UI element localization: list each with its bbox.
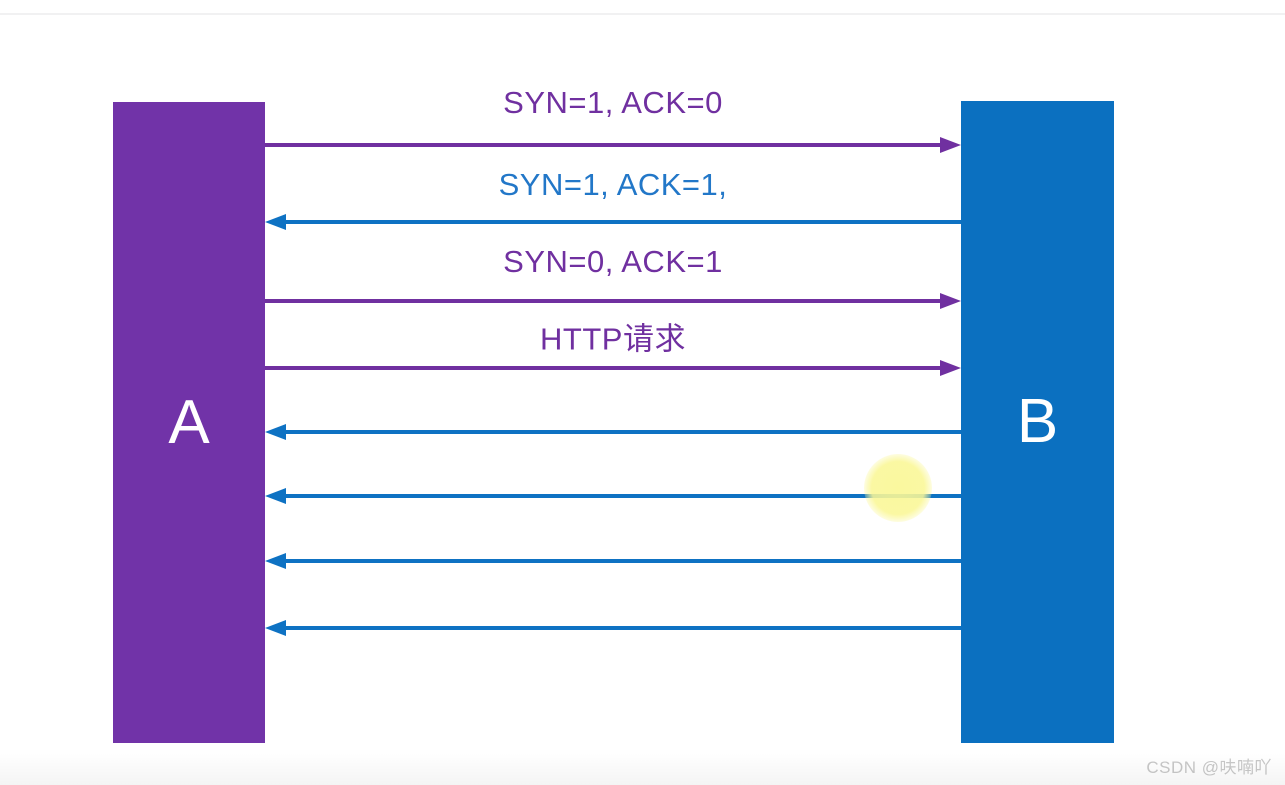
arrow-line [286,559,961,563]
arrow-line [286,494,961,498]
arrow-head-icon [940,137,961,153]
arrow-head-icon [265,620,286,636]
arrow-line [286,430,961,434]
arrow-line [286,220,961,224]
arrow-head-icon [940,293,961,309]
arrow-line [286,626,961,630]
endpoint-b-bar: B [961,101,1114,743]
message-label: HTTP请求 [540,321,686,357]
message-arrow [265,214,961,230]
watermark: CSDN @呋喃吖 [1146,753,1272,778]
bottom-fade [0,753,1285,785]
message-arrow [265,293,961,309]
top-divider [0,13,1285,15]
arrow-head-icon [265,214,286,230]
arrow-head-icon [265,553,286,569]
arrow-line [265,366,940,370]
message-arrow [265,424,961,440]
endpoint-b-label: B [1016,387,1059,456]
message-label: SYN=0, ACK=1 [503,244,723,279]
endpoint-a-bar: A [113,102,265,743]
arrow-head-icon [265,488,286,504]
arrow-line [265,299,940,303]
arrow-line [265,143,940,147]
message-arrow [265,360,961,376]
message-arrow [265,488,961,504]
arrow-head-icon [940,360,961,376]
message-arrow [265,620,961,636]
arrow-head-icon [265,424,286,440]
message-arrow [265,553,961,569]
message-arrow [265,137,961,153]
message-label: SYN=1, ACK=0 [503,85,723,120]
endpoint-a-label: A [168,387,210,457]
message-label: SYN=1, ACK=1, [498,167,728,202]
